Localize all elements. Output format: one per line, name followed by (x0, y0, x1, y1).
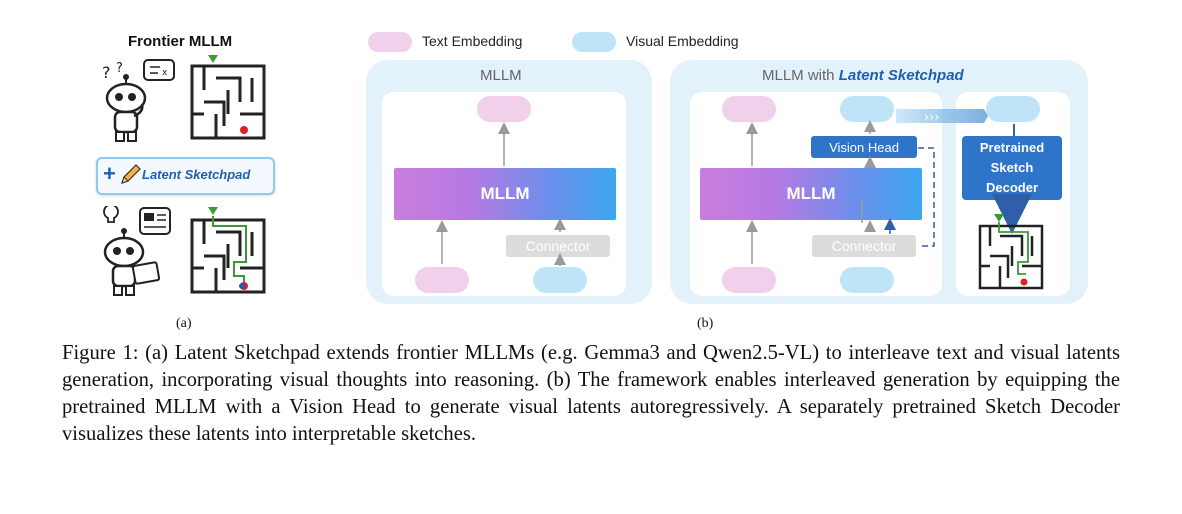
sketchpad-arrows: ››› (746, 109, 1032, 264)
subfigure-label-a: (a) (176, 316, 192, 331)
latent-sketchpad-badge: + Latent Sketchpad (96, 157, 275, 195)
visual-embedding-swatch (572, 32, 616, 52)
confused-robot-icon: ? ? x (102, 59, 175, 142)
vision-head-block: Vision Head (811, 136, 917, 158)
visual-input-token-2 (840, 267, 894, 293)
svg-text:x: x (162, 68, 168, 78)
text-embedding-swatch (368, 32, 412, 52)
mllm-block-2: MLLM (700, 168, 922, 220)
text-embedding-legend: Text Embedding (422, 33, 523, 49)
plus-sign: + (103, 161, 116, 186)
visual-input-token (533, 267, 587, 293)
idea-robot-icon (103, 206, 171, 296)
maze-unsolved-icon (190, 55, 266, 140)
mllm-block: MLLM (394, 168, 616, 220)
sketchpad-panel-title: MLLM with Latent Sketchpad (762, 67, 964, 84)
sketchpad-title-prefix: MLLM with (762, 67, 839, 84)
visual-embedding-legend: Visual Embedding (626, 33, 739, 49)
text-output-token-2 (722, 96, 776, 122)
svg-text:?: ? (116, 61, 123, 76)
text-input-token-2 (722, 267, 776, 293)
connector-block: Connector (506, 235, 610, 257)
sketch-decoder-block: Pretrained Sketch Decoder (962, 136, 1062, 200)
svg-text:›››: ››› (924, 110, 940, 125)
figure-caption: Figure 1: (a) Latent Sketchpad extends f… (62, 342, 1120, 445)
sketchpad-title-emphasis: Latent Sketchpad (838, 67, 964, 84)
mllm-arrows (436, 122, 566, 266)
sketch-maze-output-icon (978, 214, 1044, 290)
mllm-panel-title: MLLM (480, 67, 522, 84)
text-output-token (477, 96, 531, 122)
connector-block-2: Connector (812, 235, 916, 257)
maze-solved-icon (190, 207, 266, 294)
visual-latent-token (986, 96, 1040, 122)
latent-sketchpad-label: Latent Sketchpad (142, 167, 251, 182)
text-input-token (415, 267, 469, 293)
pencil-icon (121, 164, 141, 184)
frontier-mllm-title: Frontier MLLM (128, 33, 233, 50)
svg-text:?: ? (102, 63, 111, 82)
subfigure-label-b: (b) (697, 316, 714, 331)
visual-output-token (840, 96, 894, 122)
